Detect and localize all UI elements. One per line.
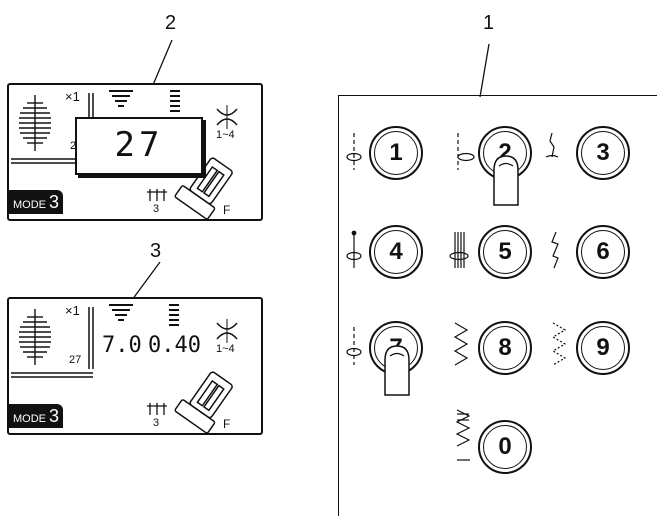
display1-graphics [11,90,238,220]
finger-icons [384,155,519,396]
key-3-label: 3 [581,131,625,175]
selected-number-popup: 27 [75,117,203,175]
finger-icon-key-2 [493,155,519,206]
display1-sub-value: 3 [153,203,160,215]
key-8[interactable]: 8 [478,321,532,375]
display2-foot: F [223,417,231,431]
display2-length-value: 0.40 [148,333,201,358]
display1-mode-word: MODE [13,199,46,211]
selected-number: 27 [114,125,164,165]
key-3[interactable]: 3 [576,126,630,180]
key-8-label: 8 [483,326,527,370]
display2-pattern-number: 27 [69,354,82,366]
key-6-label: 6 [581,230,625,274]
display1-small-digit: 2 [70,140,77,152]
key-0-label: 0 [483,425,527,469]
key-1-label: 1 [374,131,418,175]
key-4-label: 4 [374,230,418,274]
key-0[interactable]: 0 [478,420,532,474]
finger-icon-key-7 [384,345,410,396]
display2-mode-word: MODE [13,413,46,425]
display2-sub-value: 3 [153,417,160,429]
key-5-label: 5 [483,230,527,274]
keypad-panel [338,95,657,516]
callout-2: 2 [165,12,177,34]
stitch-icons [346,132,567,461]
key-5[interactable]: 5 [478,225,532,279]
display1-mode-value: 3 [49,192,60,212]
display2-graphics [11,304,238,434]
display2-multiplier: ×1 [65,303,80,318]
key-4[interactable]: 4 [369,225,423,279]
callout-1: 1 [483,12,495,34]
display1-multiplier: ×1 [65,89,80,104]
key-1[interactable]: 1 [369,126,423,180]
display2-width-value: 7.0 [102,333,142,358]
display2-mode-value: 3 [49,406,60,426]
display1-foot: F [223,203,231,217]
display1-range: 1~4 [216,129,235,141]
key-9[interactable]: 9 [576,321,630,375]
key-6[interactable]: 6 [576,225,630,279]
display2-range: 1~4 [216,343,235,355]
key-9-label: 9 [581,326,625,370]
callout-3: 3 [150,240,162,262]
